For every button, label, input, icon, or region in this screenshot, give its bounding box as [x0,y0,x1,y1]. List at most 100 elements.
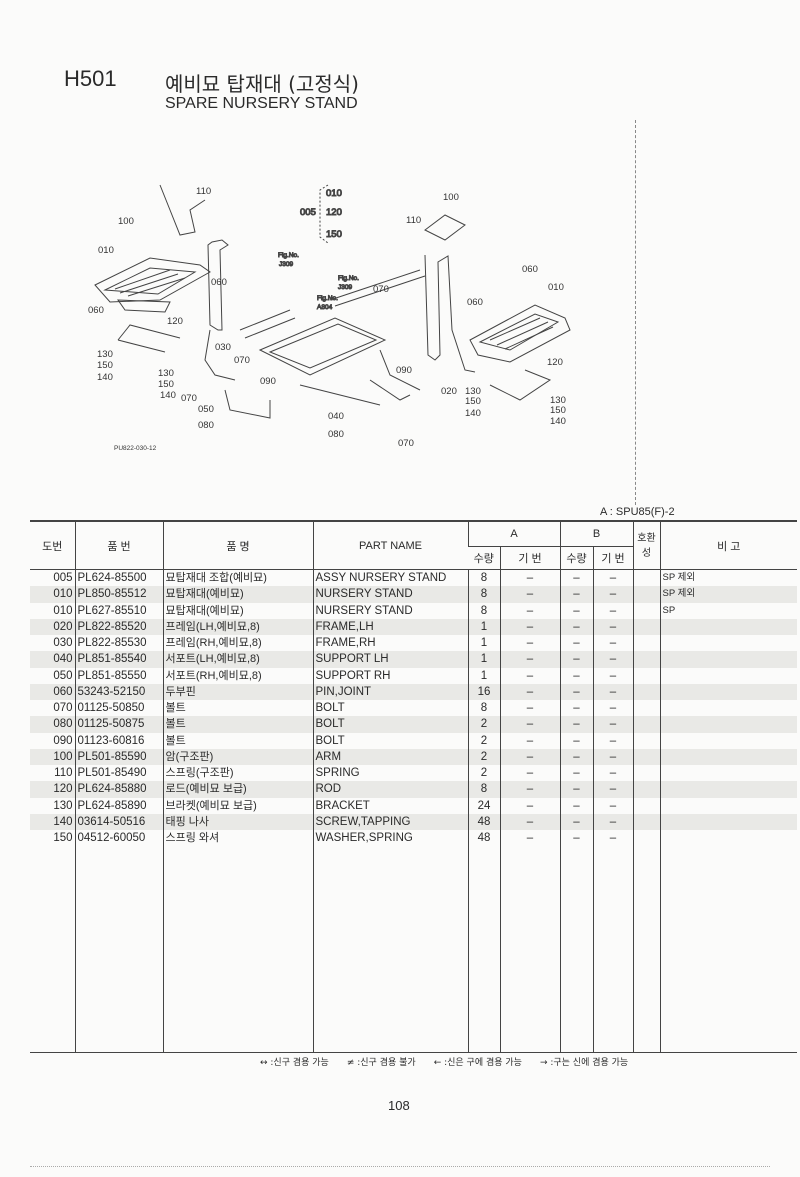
empty-cell [659,846,797,1053]
cell-name-ko: 묘탑재대(예비묘) [162,586,313,603]
cell-a-serial: – [499,651,560,668]
cell-compat [632,813,660,830]
cell-part-name: SPRING [312,765,468,782]
cell-item-no: 050 [53,669,73,682]
cell-part-no: 01123-60816 [74,732,163,749]
cell-remarks [659,748,797,765]
header-b-qty: 수량 [559,546,593,570]
cell-a-serial: – [499,569,560,587]
cell-a-qty: 8 [467,569,500,587]
group-from-label: 010 [326,188,342,199]
cell-compat [632,683,660,700]
callout-labels: 110 100 010 060 060 120 130 150 140 130 … [88,186,566,449]
cell-a-qty: 48 [467,830,500,847]
cell-remarks [659,830,797,847]
cell-a-serial: – [499,830,560,847]
cell-part-no: 03614-50516 [74,813,163,830]
cell-item-no: 150 [53,832,73,845]
callout-label: 090 [260,376,276,387]
cell-b-qty: – [559,586,593,603]
cell-item-no: 030 [53,637,73,650]
empty-cell [467,846,500,1053]
cell-name-ko: 로드(예비묘 보급) [162,781,313,798]
callout-label: 070 [181,393,197,404]
cell-name-ko: 태핑 나사 [162,813,313,830]
callout-label: 010 [548,282,564,293]
cell-part-no: PL822-85520 [74,618,163,635]
cell-a-serial: – [499,667,560,684]
cell-a-qty: 1 [467,635,500,652]
cell-remarks: SP 제외 [659,569,797,587]
fig-no-label: Fig.No. [317,295,338,302]
callout-label: 140 [97,372,113,383]
center-frame-drawing [239,269,426,406]
cell-item-no: 140 [30,813,75,830]
header-a-qty: 수량 [468,546,500,570]
cell-b-serial: – [592,781,633,798]
cell-part-no: 01125-50850 [74,700,163,717]
cell-remarks [659,635,797,652]
cell-a-serial: – [499,586,560,603]
callout-label: 120 [547,357,563,368]
group-to-label: 150 [326,229,342,240]
cell-b-qty: – [559,683,593,700]
cell-a-serial: – [499,765,560,782]
group-mid-label: 120 [326,207,342,218]
cell-name-ko: 묘탑재대(예비묘) [162,602,313,619]
cell-part-name: NURSERY STAND [312,586,468,603]
cell-compat [632,586,660,603]
cell-compat [632,732,660,749]
section-code: H501 [64,66,117,91]
margin-divider [635,120,636,505]
cell-remarks [659,618,797,635]
header-a: A [467,521,560,547]
group-bracket [319,184,329,244]
cell-b-serial: – [592,602,633,619]
cell-compat [632,748,660,765]
page-title-korean: 예비묘 탑재대 (고정식) [165,72,359,96]
cell-b-serial: – [592,813,633,830]
legend-item: ← :신은 구에 겸용 가능 [433,1058,522,1068]
cell-a-serial: – [499,781,560,798]
header-remarks: 비 고 [659,521,797,570]
empty-cell [30,846,75,1052]
cell-b-qty: – [559,700,593,717]
callout-label: 120 [167,316,183,327]
cell-compat [632,765,660,782]
fig-no-label: Fig.No. [278,252,299,259]
callout-label: 010 [98,245,114,256]
header-b: B [559,521,633,547]
cell-b-serial: – [592,569,633,587]
cell-part-name: WASHER,SPRING [312,830,468,847]
cell-b-qty: – [559,635,593,652]
callout-label: 140 [465,408,481,419]
cell-part-no: PL501-85490 [74,765,163,782]
callout-label: 100 [118,216,134,227]
cell-name-ko: 스프링 와셔 [162,830,313,847]
cell-remarks [659,651,797,668]
legend-item: ↔ :신구 겸용 가능 [260,1058,329,1068]
callout-label: 060 [522,264,538,275]
fig-ref-label: J309 [338,284,352,291]
callout-label: 050 [198,404,214,415]
cell-b-qty: – [559,732,593,749]
cell-b-serial: – [592,586,633,603]
empty-cell [162,846,313,1053]
cell-a-qty: 8 [467,602,500,619]
cell-a-serial: – [499,602,560,619]
cell-b-serial: – [592,651,633,668]
empty-cell [592,846,633,1053]
cell-part-name: FRAME,LH [312,618,468,635]
cell-b-qty: – [559,748,593,765]
cell-part-no: PL624-85500 [74,569,163,587]
cell-a-qty: 8 [467,781,500,798]
callout-label: 060 [467,297,483,308]
